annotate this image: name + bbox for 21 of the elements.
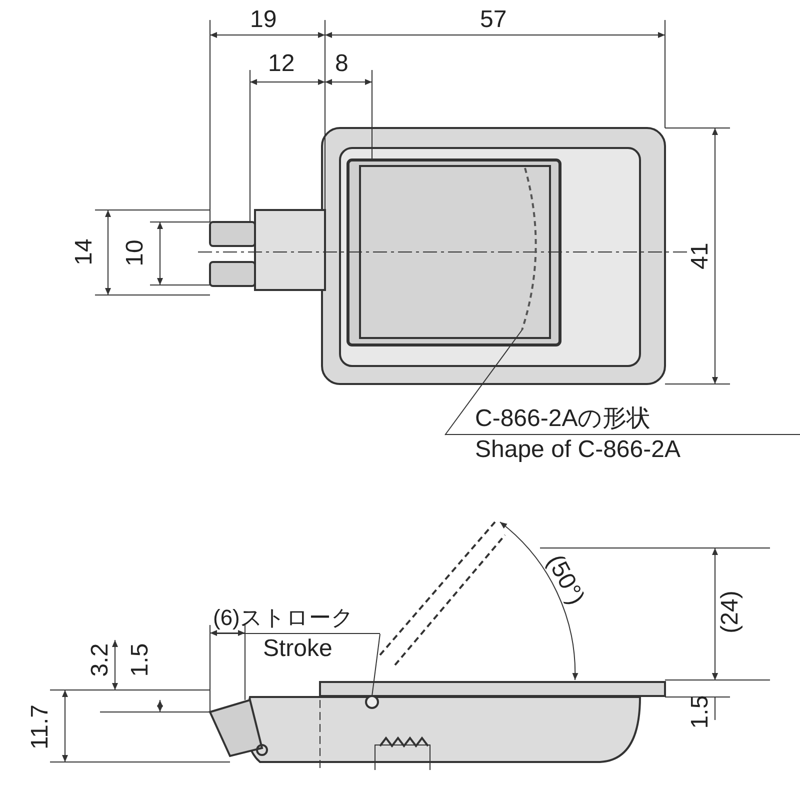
callout-text: (6)ストローク (213, 603, 380, 634)
leader-line (372, 634, 380, 696)
dimension-label: 19 (250, 8, 277, 32)
dimension-label: (24) (718, 590, 742, 634)
dimension-label: 8 (335, 52, 348, 76)
callout-text: C-866-2Aの形状 (445, 404, 800, 435)
callout-text: Stroke (262, 634, 334, 664)
dimension-label: 14 (72, 238, 96, 266)
dimension-label: 1.5 (128, 643, 152, 677)
dimension-label: (50°) (542, 551, 588, 609)
dimension-label: 3.2 (88, 643, 112, 677)
dimension-label: 41 (688, 242, 712, 270)
handle-shape-curve (521, 168, 537, 330)
dimension-label: 11.7 (28, 704, 52, 750)
pivot-pin (365, 695, 379, 709)
dimension-label: 10 (122, 240, 147, 266)
dimension-label: 57 (480, 8, 507, 32)
dimension-label: 1.5 (688, 695, 712, 729)
dimension-label: 12 (268, 52, 295, 76)
callout-text: Shape of C-866-2A (474, 435, 682, 465)
leader-line (444, 330, 522, 436)
